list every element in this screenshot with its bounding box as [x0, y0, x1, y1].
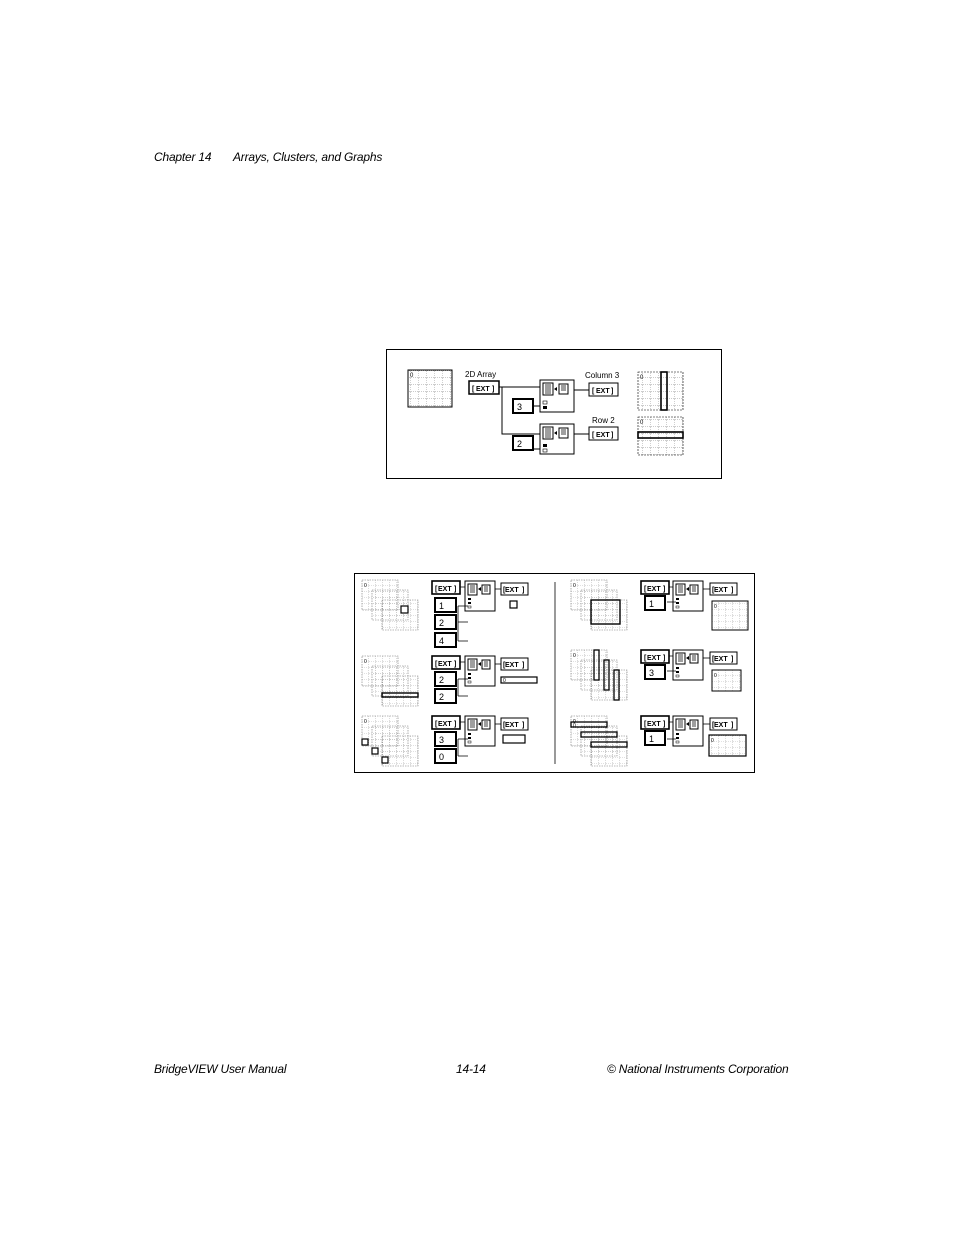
left-case-1: EXT EXT 1 2 4 [361, 579, 529, 648]
svg-text:0: 0 [503, 678, 506, 684]
right-case-1: EXT EXT 0 1 [570, 579, 749, 631]
right-case-3: 0 EXT EXT 0 1 [570, 715, 747, 767]
column-terminal: [ EXT ] [588, 382, 619, 397]
svg-text:1: 1 [649, 734, 654, 744]
column-label: Column 3 [585, 371, 620, 380]
svg-text:0: 0 [640, 420, 644, 426]
svg-text:0: 0 [439, 752, 444, 762]
svg-text:]: ] [492, 386, 494, 393]
svg-text:3: 3 [517, 402, 522, 412]
footer-page-number: 14-14 [456, 1062, 486, 1076]
left-case-2: EXT EXT 0 2 2 [361, 655, 538, 707]
svg-text:]: ] [611, 388, 613, 395]
svg-text:3: 3 [649, 668, 654, 678]
svg-text:0: 0 [410, 373, 414, 379]
svg-text:0: 0 [714, 673, 717, 679]
svg-text:EXT: EXT [714, 656, 728, 663]
svg-text:0: 0 [640, 375, 644, 381]
svg-text:1: 1 [439, 601, 444, 611]
svg-text:2: 2 [439, 692, 444, 702]
svg-text:1: 1 [649, 599, 654, 609]
array-label: 2D Array [465, 370, 496, 379]
header-title: Arrays, Clusters, and Graphs [233, 150, 383, 164]
svg-text:EXT: EXT [505, 722, 519, 729]
svg-text:EXT: EXT [438, 661, 452, 668]
svg-text:EXT: EXT [596, 388, 610, 395]
index-array-node-row [539, 423, 575, 455]
svg-text:[: [ [592, 388, 595, 395]
row-terminal: [ EXT ] [588, 426, 619, 441]
svg-text:EXT: EXT [714, 587, 728, 594]
footer-copyright: © National Instruments Corporation [607, 1062, 789, 1076]
svg-text:0: 0 [711, 738, 714, 744]
svg-text:2: 2 [517, 439, 522, 449]
index-array-node-column [539, 379, 575, 413]
svg-text:4: 4 [439, 636, 444, 646]
svg-text:3: 3 [439, 735, 444, 745]
row-index-constant: 2 [512, 435, 534, 451]
column-index-constant: 3 [512, 398, 534, 414]
svg-text:EXT: EXT [438, 586, 452, 593]
svg-text:EXT: EXT [438, 721, 452, 728]
row-result-array: 0 [637, 416, 684, 456]
input-2d-array: 0 [407, 369, 453, 408]
svg-text:EXT: EXT [596, 432, 610, 439]
svg-text:EXT: EXT [505, 662, 519, 669]
svg-text:EXT: EXT [714, 722, 728, 729]
svg-text:]: ] [611, 432, 613, 439]
array-terminal: [ EXT ] [468, 380, 500, 395]
figure-index-array-2d: 0 2D Array [ EXT ] 3 [386, 349, 722, 479]
svg-text:0: 0 [573, 723, 576, 729]
svg-text:2: 2 [439, 618, 444, 628]
svg-text:0: 0 [714, 604, 717, 610]
svg-text:EXT: EXT [647, 586, 661, 593]
block-diagram-1: 0 2D Array [ EXT ] 3 [407, 369, 684, 456]
svg-text:EXT: EXT [647, 655, 661, 662]
block-diagram-2: 0 [ ] [ ] [361, 579, 749, 767]
svg-text:[: [ [592, 432, 595, 439]
svg-text:2: 2 [439, 675, 444, 685]
right-case-2: EXT EXT 0 3 [570, 649, 742, 701]
footer-manual: BridgeVIEW User Manual [154, 1062, 287, 1076]
header-chapter: Chapter 14 [154, 150, 212, 164]
row-label: Row 2 [592, 416, 615, 425]
left-case-3: EXT EXT 3 0 [361, 715, 529, 767]
svg-text:EXT: EXT [647, 721, 661, 728]
svg-text:EXT: EXT [505, 587, 519, 594]
column-result-array: 0 [637, 371, 684, 411]
svg-text:EXT: EXT [476, 386, 490, 393]
svg-text:[: [ [472, 386, 475, 393]
figure-index-array-3d: 0 [ ] [ ] [354, 573, 755, 773]
